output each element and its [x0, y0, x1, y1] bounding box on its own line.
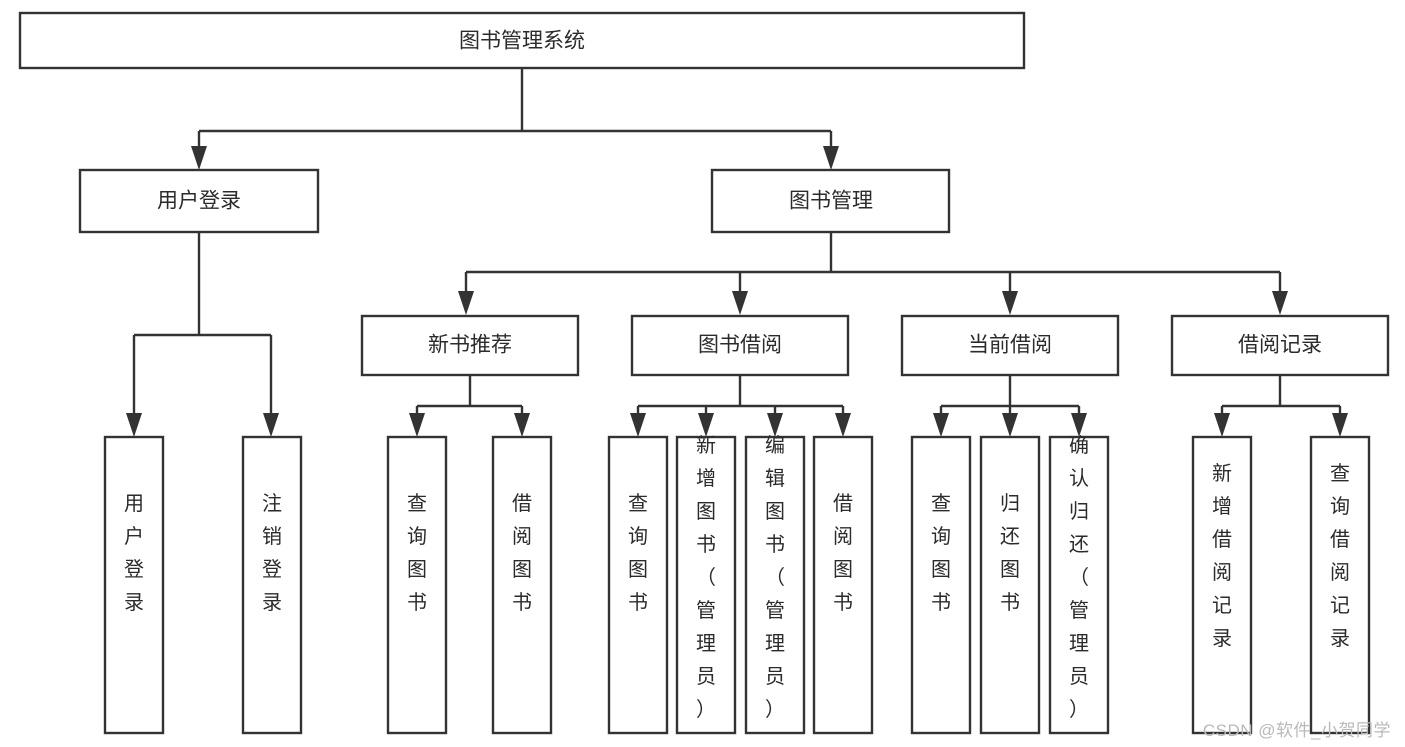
- leaf-add-book-label: 新增图书（管理员）: [696, 434, 716, 721]
- leaf-return-book-box: [979, 435, 1041, 735]
- leaf-borrow-book-1-label: 借阅图书: [512, 492, 532, 614]
- node-current-borrow-label: 当前借阅: [968, 334, 1052, 357]
- leaf-node-query-book-1[interactable]: 查询图书: [386, 435, 448, 735]
- connector-new-book-recommend-to-leaves: [409, 375, 530, 437]
- leaf-borrow-book-1-box: [491, 435, 553, 735]
- leaf-add-record-label: 新增借阅记录: [1212, 462, 1232, 650]
- node-borrow-record[interactable]: 借阅记录: [1170, 314, 1390, 377]
- connector-book-management-to-level3: [458, 232, 1288, 315]
- leaf-node-add-record[interactable]: 新增借阅记录: [1191, 435, 1253, 735]
- leaf-confirm-return-box: [1048, 435, 1110, 735]
- leaf-node-confirm-return[interactable]: 确认归还（管理员）: [1048, 434, 1110, 735]
- connector-borrow-record-to-leaves: [1214, 375, 1348, 437]
- leaf-node-borrow-book-2[interactable]: 借阅图书: [812, 435, 874, 735]
- leaf-node-add-book[interactable]: 新增图书（管理员）: [675, 434, 737, 735]
- node-book-borrow-label: 图书借阅: [698, 334, 782, 357]
- arrow-head-icon: [1214, 413, 1230, 437]
- arrow-head-icon: [630, 413, 646, 437]
- leaf-node-return-book[interactable]: 归还图书: [979, 435, 1041, 735]
- node-book-management-label: 图书管理: [789, 190, 873, 213]
- leaf-query-book-3-label: 查询图书: [931, 492, 951, 614]
- leaf-query-book-1-label: 查询图书: [407, 492, 427, 614]
- node-current-borrow[interactable]: 当前借阅: [900, 314, 1120, 377]
- leaf-user-login-label: 用户登录: [124, 493, 144, 614]
- arrow-head-icon: [835, 413, 851, 437]
- leaf-query-record-label: 查询借阅记录: [1330, 462, 1350, 650]
- node-book-borrow[interactable]: 图书借阅: [630, 314, 850, 377]
- node-user-login-label: 用户登录: [157, 190, 241, 213]
- arrow-head-icon: [1071, 413, 1087, 437]
- arrow-head-icon: [458, 291, 474, 315]
- leaf-query-book-3-box: [910, 435, 972, 735]
- leaf-query-book-2-label: 查询图书: [628, 492, 648, 614]
- node-new-book-recommend[interactable]: 新书推荐: [360, 314, 580, 377]
- arrow-head-icon: [1272, 291, 1288, 315]
- node-book-management-box: [710, 168, 951, 234]
- node-borrow-record-box: [1170, 314, 1390, 377]
- leaf-logout-login-label: 注销登录: [262, 492, 282, 614]
- node-root-system[interactable]: 图书管理系统: [18, 11, 1026, 70]
- arrow-head-icon: [263, 413, 279, 437]
- leaf-node-logout-login[interactable]: 注销登录: [241, 435, 303, 735]
- node-current-borrow-box: [900, 314, 1120, 377]
- leaf-node-user-login[interactable]: 用户登录: [103, 435, 165, 735]
- leaf-node-query-record[interactable]: 查询借阅记录: [1309, 435, 1371, 735]
- arrow-head-icon: [191, 146, 207, 170]
- arrow-head-icon: [698, 413, 714, 437]
- leaf-add-record-box: [1191, 435, 1253, 735]
- arrow-head-icon: [1002, 291, 1018, 315]
- leaf-query-record-box: [1309, 435, 1371, 735]
- leaf-return-book-label: 归还图书: [1000, 492, 1020, 614]
- leaf-user-login-box: [103, 435, 165, 735]
- arrow-head-icon: [514, 413, 530, 437]
- node-new-book-recommend-label: 新书推荐: [428, 334, 512, 357]
- leaf-edit-book-label: 编辑图书（管理员）: [765, 434, 785, 721]
- arrow-head-icon: [1332, 413, 1348, 437]
- arrow-head-icon: [823, 146, 839, 170]
- leaf-query-book-1-box: [386, 435, 448, 735]
- leaf-add-book-box: [675, 435, 737, 735]
- leaf-node-query-book-2[interactable]: 查询图书: [607, 435, 669, 735]
- connector-user-login-to-leaves: [126, 232, 279, 437]
- connector-book-borrow-to-leaves: [630, 375, 851, 437]
- arrow-head-icon: [933, 413, 949, 437]
- connector-root-to-level2: [191, 68, 839, 170]
- node-user-login[interactable]: 用户登录: [78, 168, 320, 234]
- node-user-login-box: [78, 168, 320, 234]
- leaf-logout-login-box: [241, 435, 303, 735]
- leaf-node-query-book-3[interactable]: 查询图书: [910, 435, 972, 735]
- leaf-node-borrow-book-1[interactable]: 借阅图书: [491, 435, 553, 735]
- arrow-head-icon: [126, 413, 142, 437]
- leaf-borrow-book-2-box: [812, 435, 874, 735]
- node-new-book-recommend-box: [360, 314, 580, 377]
- leaf-query-book-2-box: [607, 435, 669, 735]
- leaf-edit-book-box: [744, 435, 806, 735]
- node-borrow-record-label: 借阅记录: [1238, 334, 1322, 357]
- node-root-box: [18, 11, 1026, 70]
- arrow-head-icon: [732, 291, 748, 315]
- node-root-label: 图书管理系统: [459, 30, 585, 53]
- arrow-head-icon: [409, 413, 425, 437]
- node-book-management[interactable]: 图书管理: [710, 168, 951, 234]
- leaf-borrow-book-2-label: 借阅图书: [833, 492, 853, 614]
- leaf-confirm-return-label: 确认归还（管理员）: [1069, 434, 1089, 721]
- leaf-node-edit-book[interactable]: 编辑图书（管理员）: [744, 434, 806, 735]
- connector-current-borrow-to-leaves: [933, 375, 1087, 437]
- node-book-borrow-box: [630, 314, 850, 377]
- arrow-head-icon: [1002, 413, 1018, 437]
- arrow-head-icon: [767, 413, 783, 437]
